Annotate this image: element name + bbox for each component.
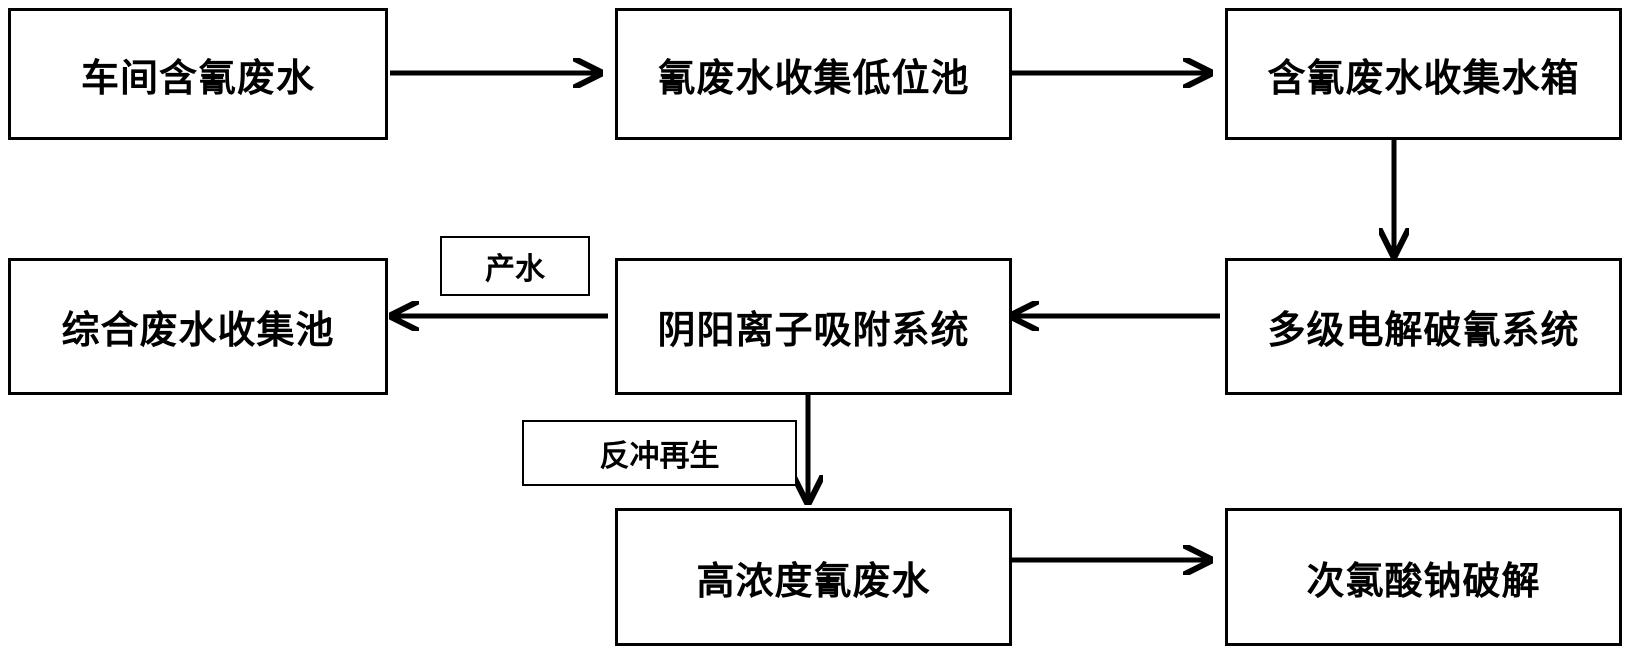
node-workshop-cyanide-wastewater: 车间含氰废水 xyxy=(8,8,388,140)
node-label: 综合废水收集池 xyxy=(61,308,335,352)
node-label: 多级电解破氰系统 xyxy=(1267,308,1580,352)
node-label: 次氯酸钠破解 xyxy=(1306,558,1541,603)
node-ion-adsorption-system: 阴阳离子吸附系统 xyxy=(615,258,1012,395)
node-cyanide-collection-tank: 含氰废水收集水箱 xyxy=(1225,8,1622,140)
node-high-concentration-cyanide: 高浓度氰废水 xyxy=(615,508,1012,646)
node-multistage-electrolysis: 多级电解破氰系统 xyxy=(1225,258,1622,395)
node-label: 氰废水收集低位池 xyxy=(657,55,970,100)
node-label: 高浓度氰废水 xyxy=(696,558,931,603)
node-label: 阴阳离子吸附系统 xyxy=(657,308,970,352)
edge-label-backwash-regen: 反冲再生 xyxy=(522,420,797,486)
edge-label-product-water: 产水 xyxy=(440,236,590,296)
node-label: 车间含氰废水 xyxy=(80,55,315,100)
node-label: 含氰废水收集水箱 xyxy=(1267,55,1580,100)
node-sodium-hypochlorite-breakdown: 次氯酸钠破解 xyxy=(1225,508,1622,646)
node-cyanide-collection-low-pool: 氰废水收集低位池 xyxy=(615,8,1012,140)
node-comprehensive-collection-pool: 综合废水收集池 xyxy=(8,258,388,395)
